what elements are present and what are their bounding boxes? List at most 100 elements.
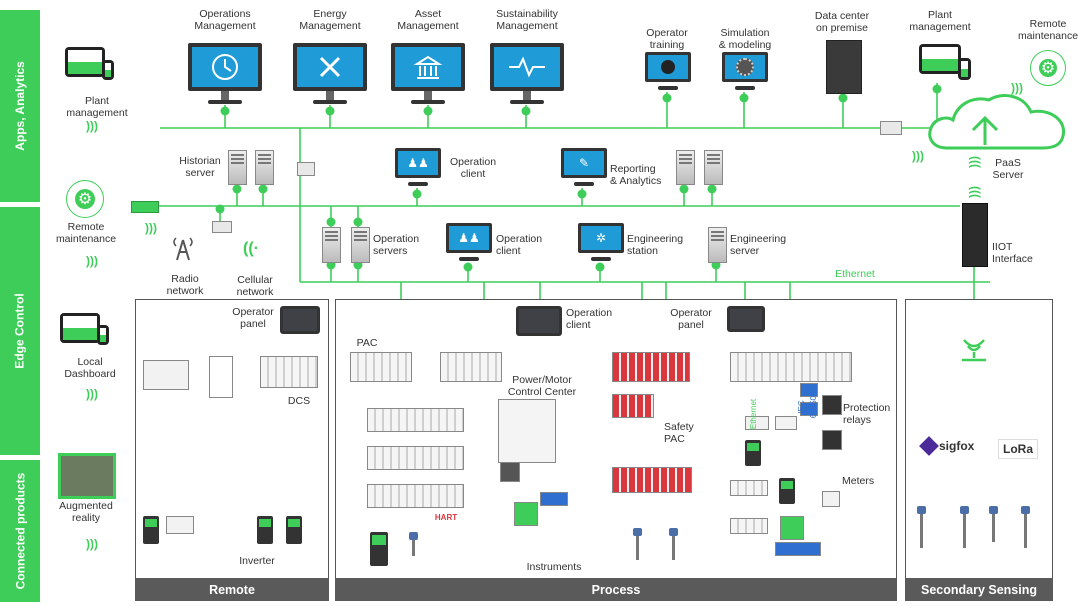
clock-icon xyxy=(212,54,238,80)
wireless-gateway-icon xyxy=(962,339,986,362)
remote-title: Remote xyxy=(209,582,255,597)
connection-node xyxy=(838,93,848,103)
reporting-server-2 xyxy=(704,150,723,185)
dcs-controller xyxy=(260,356,318,388)
process-footer: Process xyxy=(335,578,897,601)
connection-node xyxy=(577,189,587,199)
wireless-icon: ))) xyxy=(86,254,98,268)
protection-relay-1 xyxy=(822,395,842,415)
plant-management-left-label: Plant management xyxy=(66,95,128,119)
inverter-label: Inverter xyxy=(239,555,275,567)
sustainability-label: Sustainability Management xyxy=(496,8,558,32)
connection-node xyxy=(215,204,225,214)
mcc-module xyxy=(500,462,520,482)
protection-label: Protection relays xyxy=(843,402,891,426)
wireless-icon: ))) xyxy=(86,537,98,551)
process-panel xyxy=(335,299,897,582)
wireless-icon: ))) xyxy=(145,221,157,235)
operations-label: Operations Management xyxy=(194,8,256,32)
operation-server-2 xyxy=(351,227,370,263)
operations-monitor xyxy=(188,43,262,105)
local-dashboard-label: Local Dashboard xyxy=(64,356,116,380)
pulse-icon xyxy=(509,56,545,78)
io-rack-3 xyxy=(367,484,464,508)
wireless-icon: ))) xyxy=(912,149,924,163)
plant-management-left-tablet xyxy=(65,47,105,77)
secondary-sensor-4 xyxy=(1021,506,1030,548)
band-connected-products: Connected products xyxy=(0,460,40,602)
plant-management-top-label: Plant management xyxy=(909,9,971,33)
safety-io-1 xyxy=(612,394,654,418)
connection-node xyxy=(423,106,433,116)
cellular-label: Cellular network xyxy=(236,274,274,298)
band-edge-control: Edge Control xyxy=(0,207,40,455)
historian-server-2 xyxy=(255,150,274,185)
remote-maintenance-top-label: Remote maintenance xyxy=(1017,18,1079,42)
remote-maintenance-top: ⚙ xyxy=(1030,50,1066,86)
remote-operator-panel xyxy=(280,306,320,334)
wireless-icon: ))) xyxy=(86,119,98,133)
power-motor-label: Power/Motor Control Center xyxy=(507,374,577,398)
pac-rack-1 xyxy=(350,352,412,382)
instrument-3 xyxy=(669,528,678,560)
relay-module-2 xyxy=(775,416,797,430)
connection-node xyxy=(739,93,749,103)
connection-node xyxy=(662,93,672,103)
process-title: Process xyxy=(591,582,641,597)
ethernet-label: Ethernet xyxy=(835,268,875,280)
gear-icon: ⚙ xyxy=(75,189,95,209)
cloud-icon xyxy=(928,94,1066,150)
asset-label: Asset Management xyxy=(397,8,459,32)
energy-label: Energy Management xyxy=(299,8,361,32)
reporting-label: Reporting & Analytics xyxy=(610,163,662,187)
connection-node xyxy=(220,106,230,116)
sigfox-logo: sigfox xyxy=(919,436,974,456)
breaker-2 xyxy=(730,518,768,534)
historian-switch xyxy=(297,162,315,176)
io-rack-1 xyxy=(367,408,464,432)
lora-text: LoRa xyxy=(1003,442,1033,456)
connection-node xyxy=(707,184,717,194)
simulation-label: Simulation & modeling xyxy=(718,27,772,51)
remote-maintenance-left-label: Remote maintenance xyxy=(55,221,117,245)
pac-rack-2 xyxy=(440,352,502,382)
radio-label: Radio network xyxy=(166,273,204,297)
operation-client-2-label: Operation client xyxy=(496,233,543,257)
process-operator-panel xyxy=(727,306,765,332)
band-edge-label: Edge Control xyxy=(13,293,28,369)
protection-relay-2 xyxy=(822,430,842,450)
network-icon: ✲ xyxy=(595,231,607,245)
lora-logo: LoRa xyxy=(998,439,1038,459)
process-drive xyxy=(370,532,388,566)
edge-router xyxy=(131,201,159,213)
meter-device xyxy=(822,491,840,507)
edge-switch xyxy=(212,221,232,233)
relay-module-1 xyxy=(745,416,769,430)
remote-io xyxy=(166,516,194,534)
engineering-server xyxy=(708,227,727,263)
iec-module-1 xyxy=(800,383,818,397)
ethernet-vertical-label: Ethernet xyxy=(749,398,758,430)
asset-monitor xyxy=(391,43,465,105)
connection-node xyxy=(679,184,689,194)
operation-client-3-label: Operation client xyxy=(566,307,613,331)
operation-servers-label: Operation servers xyxy=(373,233,420,257)
historian-label: Historian server xyxy=(179,155,221,179)
substation-drive-2 xyxy=(779,478,795,504)
tools-icon xyxy=(319,56,341,78)
process-operation-client-panel xyxy=(516,306,562,336)
band-apps-analytics: Apps, Analytics xyxy=(0,10,40,202)
augmented-label: Augmented reality xyxy=(59,500,113,524)
safety-io-2 xyxy=(612,467,692,493)
sustainability-monitor xyxy=(490,43,564,105)
cellular-icon: ((· xyxy=(243,240,259,257)
safety-pac-label: Safety PAC xyxy=(664,421,694,445)
historian-server-1 xyxy=(228,150,247,185)
local-dashboard-tablet xyxy=(60,313,100,343)
secondary-sensor-2 xyxy=(960,506,969,548)
operation-client-1-monitor: ♟♟ xyxy=(395,148,441,188)
dcs-label: DCS xyxy=(287,395,311,407)
vr-headset-icon xyxy=(661,60,675,74)
connection-node xyxy=(595,262,605,272)
